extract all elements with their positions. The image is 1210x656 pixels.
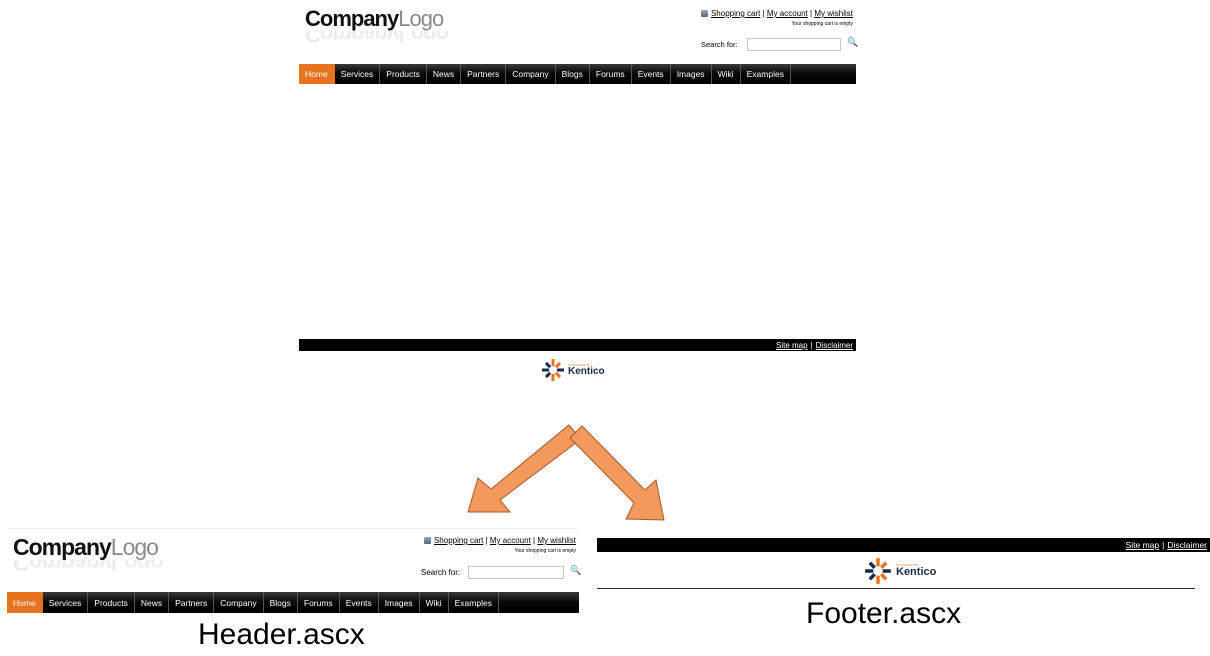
my-wishlist-link[interactable]: My wishlist (814, 9, 853, 18)
search-input[interactable] (747, 38, 841, 51)
shopping-cart-link[interactable]: Shopping cart (433, 536, 484, 545)
cart-icon (423, 537, 431, 544)
top-links: Shopping cart | My account | My wishlist (423, 536, 576, 545)
nav-item-news[interactable]: News (427, 64, 462, 84)
disclaimer-link[interactable]: Disclaimer (815, 340, 853, 350)
kentico-logo-icon (865, 558, 891, 584)
link-separator: | (810, 340, 813, 350)
kentico-badge[interactable]: POWERED BY Kentico (864, 557, 936, 585)
logo-part-dark: Company (13, 534, 112, 560)
nav-item-home[interactable]: Home (299, 64, 335, 84)
footer-bottom-rule (597, 588, 1195, 589)
company-logo[interactable]: CompanyLogo (305, 6, 444, 31)
nav-item-events[interactable]: Events (632, 64, 671, 84)
nav-item-images[interactable]: Images (379, 592, 420, 613)
my-account-link[interactable]: My account (766, 9, 808, 18)
search-icon[interactable]: 🔍 (847, 37, 859, 47)
logo-reflection: CompanyLogo (13, 560, 163, 574)
nav-item-company[interactable]: Company (214, 592, 264, 613)
nav-item-examples[interactable]: Examples (449, 592, 499, 613)
footer-bar: Site map | Disclaimer (597, 538, 1210, 552)
nav-item-products[interactable]: Products (380, 64, 427, 84)
link-separator: | (762, 9, 765, 18)
header-caption: Header.ascx (198, 618, 365, 651)
kentico-wordmark: Kentico (896, 566, 937, 578)
footer-caption: Footer.ascx (806, 597, 962, 630)
nav-item-services[interactable]: Services (335, 64, 381, 84)
nav-item-home[interactable]: Home (7, 592, 43, 613)
kentico-badge[interactable]: POWERED BY Kentico (541, 358, 605, 382)
cart-status: Your shopping cart is empty (791, 21, 853, 27)
header-frame-line (8, 528, 577, 529)
cart-icon (700, 10, 708, 17)
nav-item-partners[interactable]: Partners (169, 592, 215, 613)
link-separator: | (1162, 540, 1165, 550)
link-separator: | (485, 536, 488, 545)
company-logo[interactable]: CompanyLogo (13, 534, 159, 560)
nav-item-products[interactable]: Products (88, 592, 135, 613)
logo-part-light: Logo (398, 6, 444, 31)
nav-item-news[interactable]: News (135, 592, 170, 613)
nav-item-wiki[interactable]: Wiki (420, 592, 449, 613)
kentico-logo-icon (542, 359, 564, 381)
site-map-link[interactable]: Site map (776, 340, 808, 350)
nav-item-examples[interactable]: Examples (741, 64, 791, 84)
search-label: Search for: (701, 40, 738, 49)
nav-item-partners[interactable]: Partners (461, 64, 507, 84)
logo-part-dark: Company (305, 6, 399, 31)
nav-item-wiki[interactable]: Wiki (712, 64, 741, 84)
nav-item-images[interactable]: Images (671, 64, 712, 84)
logo-reflection: CompanyLogo (305, 31, 449, 45)
disclaimer-link[interactable]: Disclaimer (1167, 540, 1207, 550)
my-account-link[interactable]: My account (489, 536, 531, 545)
search-icon[interactable]: 🔍 (570, 565, 582, 575)
cart-status: Your shopping cart is empty (514, 548, 576, 554)
footer-bar: Site map | Disclaimer (299, 339, 856, 351)
powered-by-label: POWERED BY (568, 362, 592, 367)
link-separator: | (810, 9, 813, 18)
top-links: Shopping cart | My account | My wishlist (700, 9, 853, 18)
nav-item-company[interactable]: Company (506, 64, 556, 84)
nav-item-services[interactable]: Services (43, 592, 89, 613)
site-map-link[interactable]: Site map (1125, 540, 1160, 550)
link-separator: | (533, 536, 536, 545)
search-input[interactable] (468, 566, 564, 579)
nav-item-blogs[interactable]: Blogs (264, 592, 298, 613)
logo-part-light: Logo (110, 534, 159, 560)
nav-item-blogs[interactable]: Blogs (556, 64, 590, 84)
kentico-wordmark: Kentico (568, 365, 605, 377)
my-wishlist-link[interactable]: My wishlist (537, 536, 576, 545)
nav-item-events[interactable]: Events (340, 592, 379, 613)
nav-item-forums[interactable]: Forums (590, 64, 632, 84)
search-label: Search for: (421, 568, 461, 577)
shopping-cart-link[interactable]: Shopping cart (710, 9, 761, 18)
nav-item-forums[interactable]: Forums (298, 592, 340, 613)
powered-by-label: POWERED BY (896, 563, 920, 567)
